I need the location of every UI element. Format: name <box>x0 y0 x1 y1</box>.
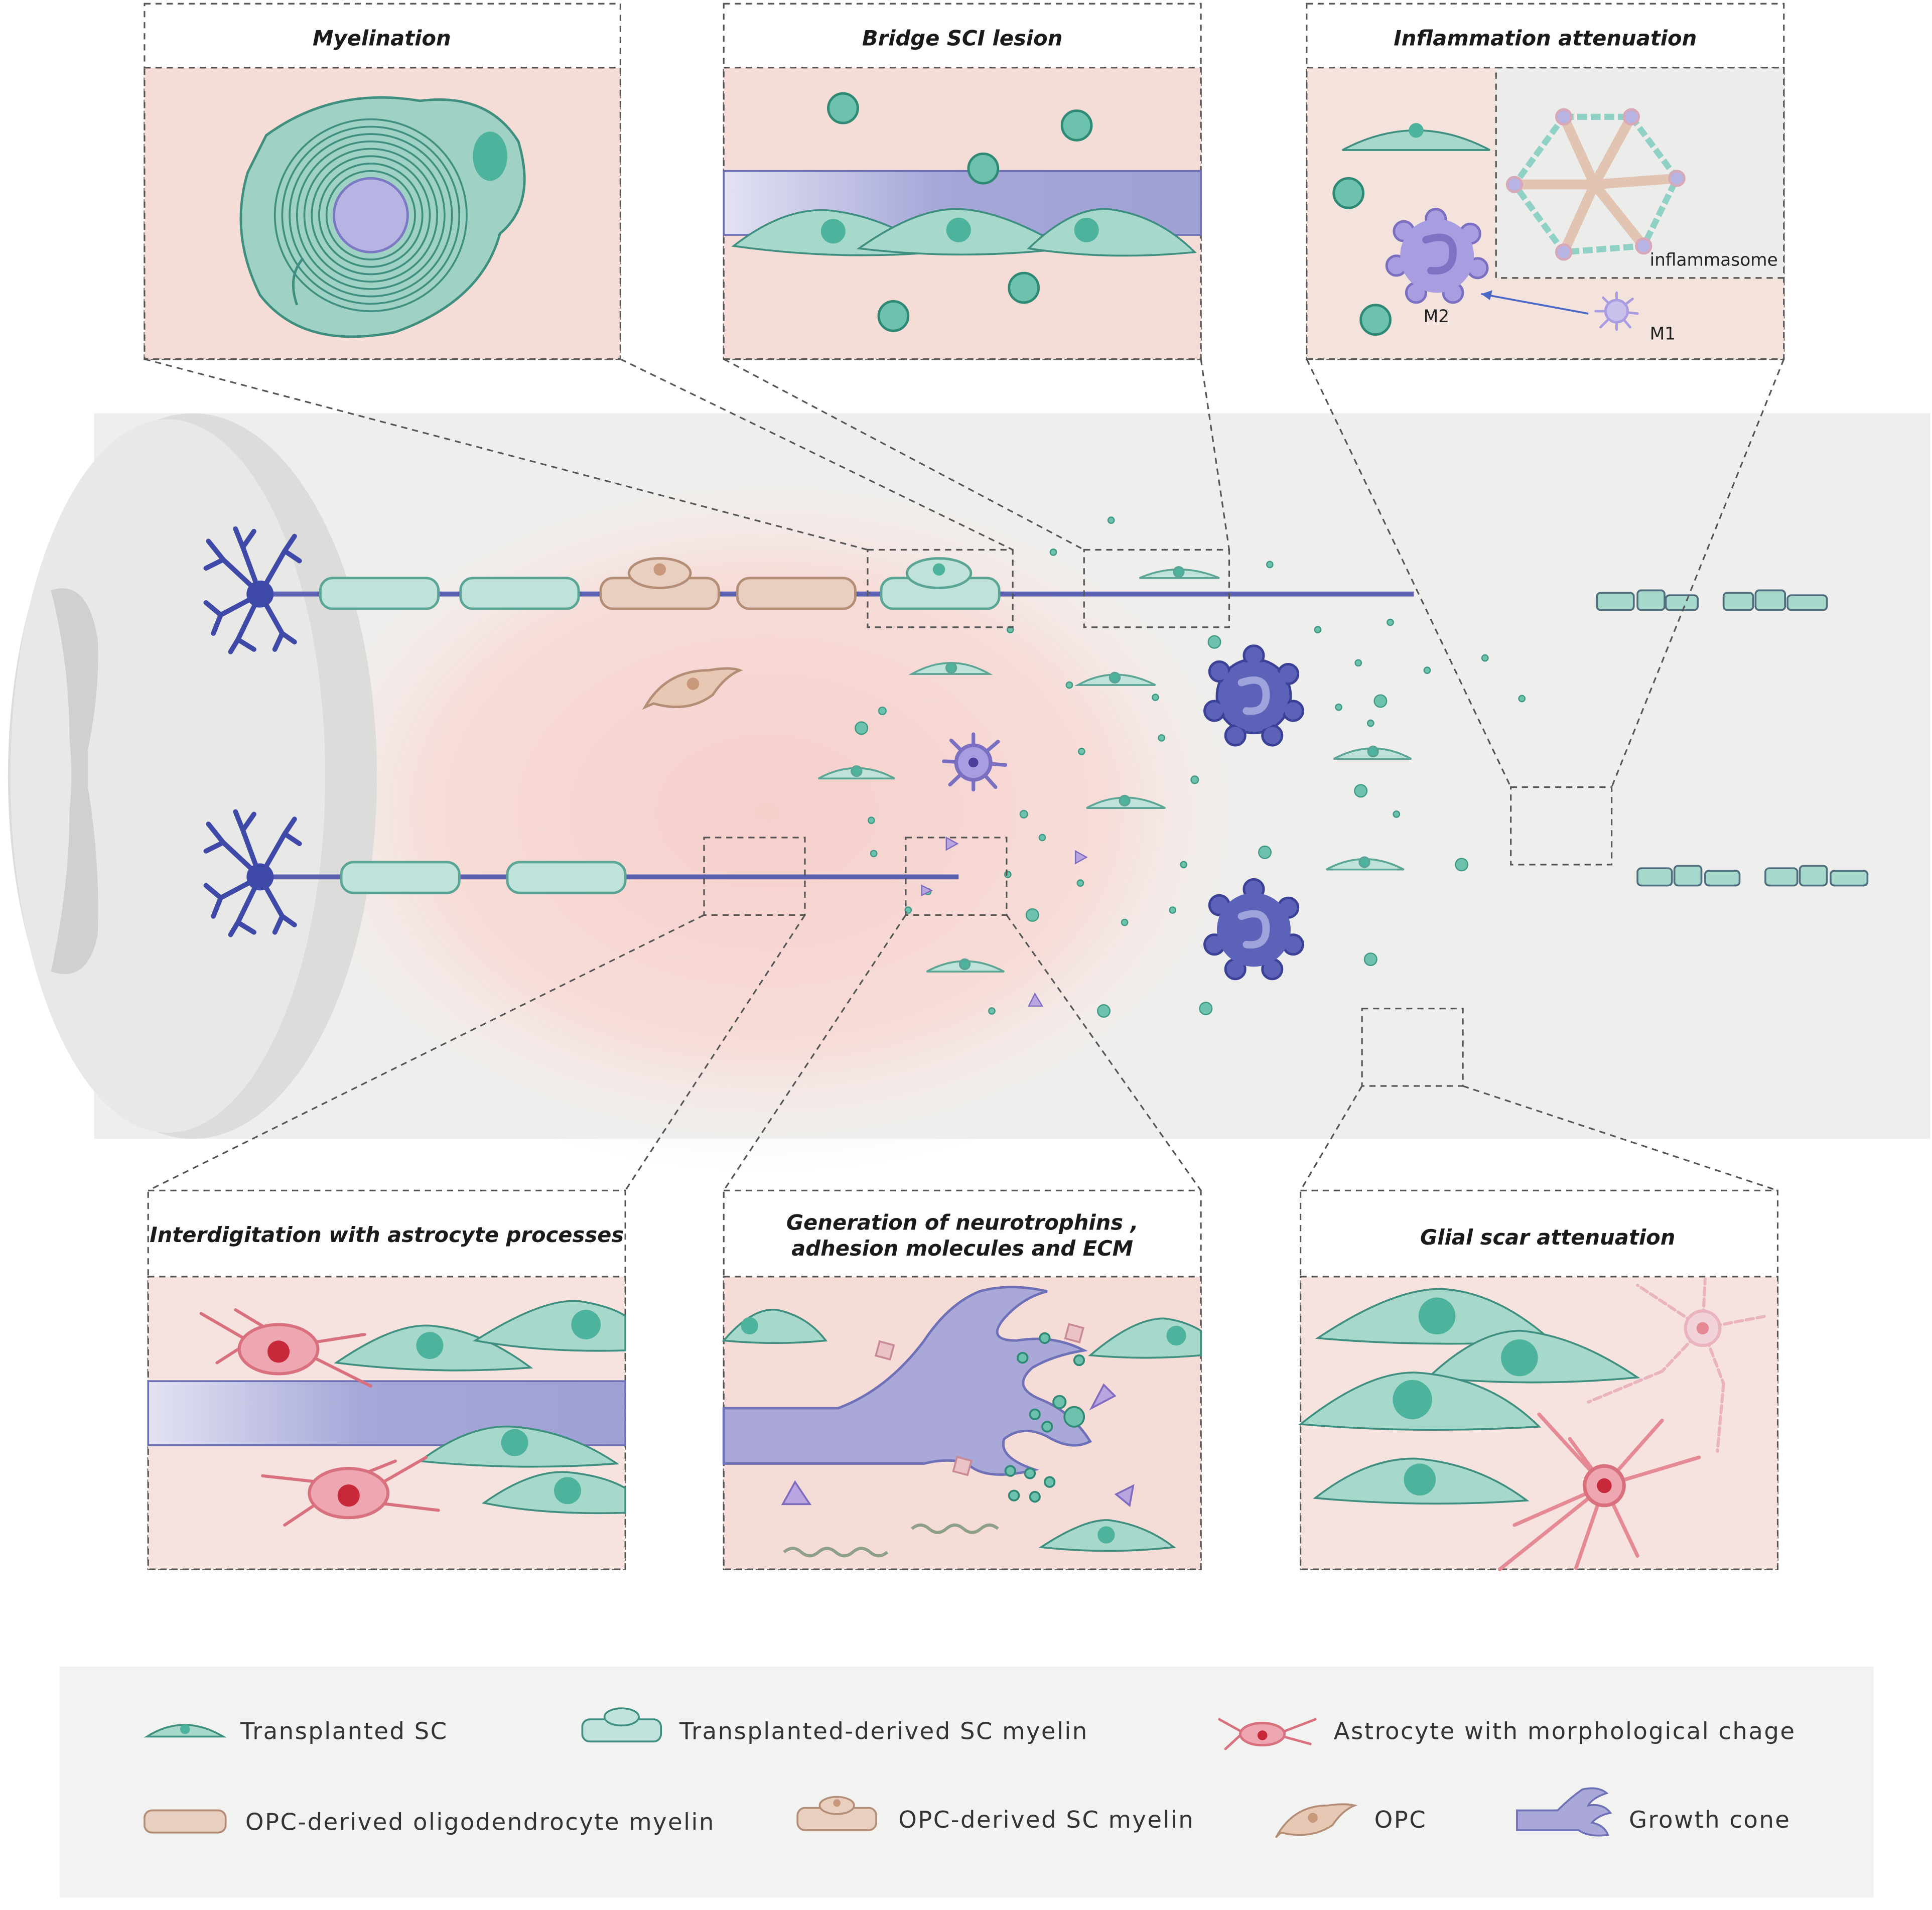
panel-bridge: Bridge SCI lesion <box>723 3 1202 360</box>
growth-cone <box>722 1286 1092 1476</box>
panel-title-bridge: Bridge SCI lesion <box>862 26 1062 51</box>
m1-label: M1 <box>1650 324 1676 344</box>
legend-item-transplanted-sc: Transplanted SC <box>144 1717 448 1744</box>
panel-neurotrophins: Generation of neurotrophins , adhesion m… <box>722 1189 1202 1570</box>
axon-cross-section <box>332 177 409 253</box>
sc-myelin-segment <box>459 577 580 610</box>
legend-label-astrocyte: Astrocyte with morphological chage <box>1334 1717 1796 1744</box>
panel-title-glial: Glial scar attenuation <box>1420 1225 1675 1250</box>
legend-item-astrocyte <box>1218 1718 1317 1750</box>
upper-neuron <box>203 526 302 654</box>
degenerated-axon-fragments <box>1596 589 1869 887</box>
lesion-area <box>250 449 1284 1175</box>
panel-title-neurotrophins-line1: Generation of neurotrophins , <box>786 1210 1139 1235</box>
lower-axon-group <box>203 809 959 937</box>
lower-neuron <box>203 809 302 937</box>
astrocyte-faded <box>1587 1277 1768 1453</box>
svg-text:Transplanted-derived SC myelin: Transplanted-derived SC myelin <box>679 1717 1088 1744</box>
legend-item-opc-sc-myelin: OPC-derived SC myelin <box>796 1796 1194 1833</box>
lesion-sc-cells <box>818 566 1412 973</box>
lesion-dots <box>855 516 1526 1018</box>
m2-macrophage <box>1385 208 1489 304</box>
myelin-lamellae <box>273 118 468 312</box>
opc-oligodendrocyte-myelin-segment <box>736 577 857 610</box>
opc-cell <box>642 667 743 710</box>
macrophage-m1 <box>942 732 1008 792</box>
panel-myelination: Myelination <box>144 3 621 360</box>
spinal-cord <box>8 413 1930 1175</box>
legend-item-opc-oligo-myelin: OPC-derived oligodendrocyte myelin <box>144 1809 715 1836</box>
polarization-arrow <box>1481 293 1589 315</box>
legend-box <box>59 1666 1874 1898</box>
macrophage-m2 <box>1203 878 1304 981</box>
neurotrophin-particles <box>1004 1332 1085 1503</box>
panel-title-neurotrophins-line2: adhesion molecules and ECM <box>791 1236 1133 1261</box>
panel-glial: Glial scar attenuation <box>1298 1189 1779 1571</box>
sc-myelin-segment <box>340 861 461 894</box>
legend-item-sc-myelin: Transplanted-derived SC myelin <box>581 1707 1088 1744</box>
sc-myelin-segment <box>506 861 627 894</box>
legend: Transplanted SC Transplanted-derived SC … <box>59 1666 1874 1898</box>
legend-item-growth-cone: Growth cone <box>1516 1787 1790 1837</box>
bridge-sc-spheres <box>827 92 1093 332</box>
sc-myelin-segment <box>319 577 440 610</box>
lesion-triangles <box>921 836 1088 1007</box>
inflammasome-label: inflammasome <box>1650 250 1778 270</box>
inflammasome-complex <box>1505 108 1686 261</box>
panel-title-inflammation: Inflammation attenuation <box>1394 26 1697 51</box>
macrophage-m2 <box>1203 644 1304 747</box>
upper-axon-group <box>203 526 1414 654</box>
legend-item-opc: OPC <box>1275 1803 1427 1838</box>
astrocyte <box>1497 1412 1701 1571</box>
svg-text:OPC-derived oligodendrocyte my: OPC-derived oligodendrocyte myelin <box>245 1809 715 1836</box>
svg-text:Transplanted SC: Transplanted SC <box>240 1717 448 1744</box>
connector-lines <box>144 358 1785 1191</box>
panel-title-interdigitation: Interdigitation with astrocyte processes <box>150 1222 624 1247</box>
astrocyte <box>261 1456 440 1527</box>
grey-matter-butterfly <box>51 588 98 974</box>
panel-interdigitation: Interdigitation with astrocyte processes <box>147 1189 626 1570</box>
panel-inflammation: Inflammation attenuation inflammasome M2 <box>1306 3 1785 360</box>
panel-title-myelination: Myelination <box>313 26 451 51</box>
schwann-nucleus <box>473 131 507 181</box>
m1-macrophage <box>1594 291 1639 331</box>
ecm-triangles <box>781 1383 1135 1508</box>
astrocyte <box>199 1308 372 1388</box>
m2-label: M2 <box>1424 307 1449 327</box>
svg-text:Growth cone: Growth cone <box>1629 1806 1790 1833</box>
svg-text:OPC: OPC <box>1374 1806 1427 1833</box>
svg-text:OPC-derived SC myelin: OPC-derived SC myelin <box>898 1806 1194 1833</box>
ecm-fibers <box>783 1523 999 1558</box>
zoom-markers <box>703 549 1613 1087</box>
adhesion-molecules <box>874 1323 1084 1476</box>
